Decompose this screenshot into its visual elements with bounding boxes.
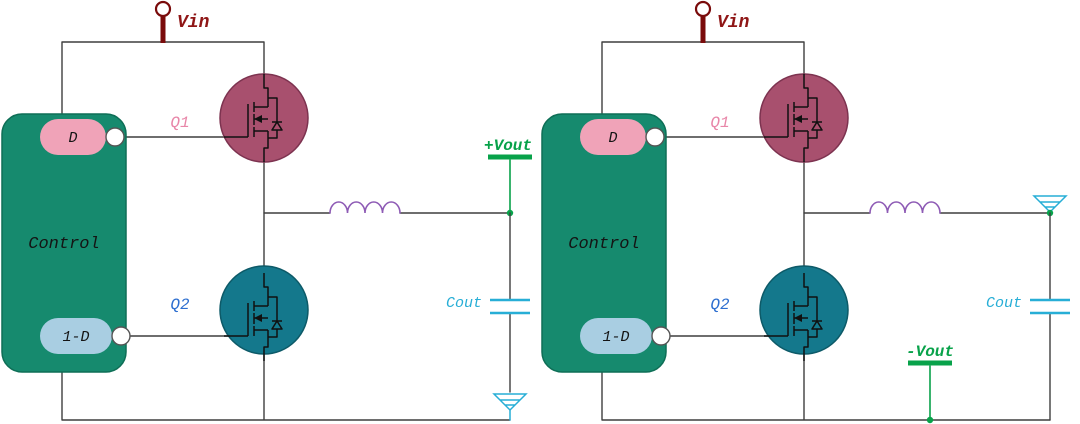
one-minus-d-label-left: 1-D	[62, 329, 89, 346]
q2-label-right: Q2	[710, 296, 730, 314]
vin-label-right: Vin	[717, 13, 750, 33]
left-output-network	[488, 154, 532, 421]
vout-label-left: +Vout	[484, 137, 532, 155]
control-label-left: Control	[28, 235, 99, 254]
q1-label-left: Q1	[170, 114, 189, 132]
control-label-right: Control	[568, 235, 639, 254]
q1-label-right: Q1	[710, 114, 729, 132]
ground-right	[1033, 195, 1067, 213]
vin-label-left: Vin	[177, 13, 210, 33]
q2-label-left: Q2	[170, 296, 190, 314]
half-bridge-right	[542, 2, 1050, 420]
output-rail-node-right	[926, 416, 934, 424]
vout-label-right: -Vout	[906, 343, 954, 361]
left-labels: Vin Q1 Q2 Control D 1-D +Vout Cout	[28, 13, 532, 346]
left-circuit: Vin Q1 Q2 Control D 1-D +Vout Cout	[2, 2, 532, 420]
right-circuit: Vin Q1 Q2 Control D 1-D -Vout Cout	[542, 2, 1070, 424]
d-label-right: D	[608, 130, 617, 147]
one-minus-d-label-right: 1-D	[602, 329, 629, 346]
cout-capacitor-left	[490, 298, 530, 315]
d-label-left: D	[68, 130, 77, 147]
half-bridge-left	[2, 2, 510, 420]
cout-label-left: Cout	[446, 295, 482, 312]
right-labels: Vin Q1 Q2 Control D 1-D -Vout Cout	[568, 13, 1022, 361]
cout-capacitor-right	[1030, 298, 1070, 315]
ground-left	[493, 393, 527, 411]
cout-label-right: Cout	[986, 295, 1022, 312]
right-output-network	[908, 195, 1070, 424]
